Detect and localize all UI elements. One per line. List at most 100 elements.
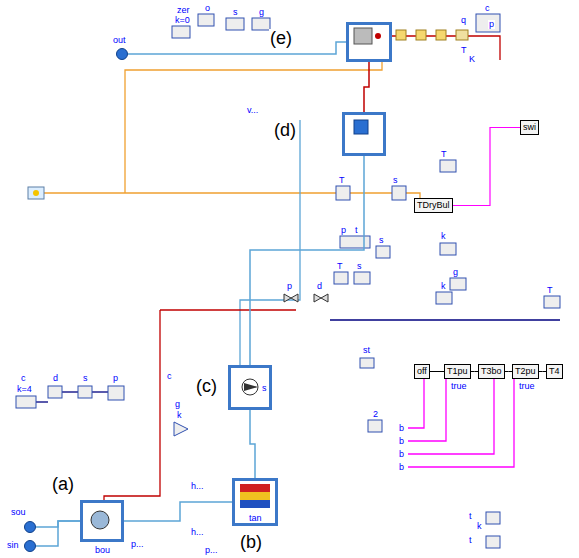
signal-block [486, 536, 500, 548]
signal-block [376, 246, 390, 258]
signal-block [108, 386, 124, 400]
state-step: T1pu [444, 364, 471, 379]
component-name: s [261, 384, 268, 393]
component-name: T1pu [447, 367, 468, 376]
parameter-icon [436, 30, 446, 40]
state-step: T2pu [512, 364, 539, 379]
signal-block [252, 18, 270, 30]
callout-letter: (c) [195, 377, 218, 395]
sun-symbol [33, 190, 39, 196]
circle-outline [24, 540, 36, 552]
component-name: T3bo [481, 367, 502, 376]
parameter-label: T [460, 46, 468, 55]
boolean-wire [408, 378, 446, 441]
parameter-label: d [316, 282, 323, 291]
heat-wire [160, 309, 296, 310]
gain-triangle [174, 422, 188, 436]
parameter-icon [416, 30, 426, 40]
parameter-label: v... [246, 106, 259, 115]
parameter-label: T [336, 262, 344, 271]
parameter-label: 2 [372, 410, 379, 419]
signal-block [78, 386, 92, 398]
pump-icon [242, 379, 258, 395]
parameter-label: c [484, 4, 491, 13]
parameter-label: k [476, 522, 483, 531]
valve-symbol [314, 294, 328, 302]
state-step: T4 [546, 364, 563, 379]
callout-letter: (a) [51, 475, 75, 493]
connector-line [471, 371, 478, 372]
component-name: TDryBul [417, 201, 450, 210]
heat-wire [104, 310, 160, 500]
signal-block [440, 243, 456, 255]
wire-group [36, 36, 560, 500]
boolean-wire [408, 378, 424, 428]
connector-line [128, 42, 346, 54]
parameter-label: h... [190, 528, 205, 537]
icon-group [28, 28, 468, 529]
parameter-label: s [378, 236, 385, 245]
parameter-label: s [356, 262, 363, 271]
boundary-port [25, 522, 36, 533]
component-name: swi [523, 123, 536, 132]
parameter-label: k [440, 282, 447, 291]
parameter-label: s [232, 8, 239, 17]
control-wire [62, 391, 78, 392]
parameter-label: g [174, 400, 181, 409]
callout-letter: (e) [269, 29, 293, 47]
table-icon [456, 30, 468, 40]
signal-block [334, 272, 348, 284]
connector-line [539, 371, 546, 372]
subsystem-box: (a) [80, 500, 124, 542]
component-name: tan [248, 514, 263, 523]
parameter-label: c [166, 372, 173, 381]
parameter-label: true [518, 382, 536, 391]
component-name: T2pu [515, 367, 536, 376]
component-name: T4 [549, 367, 560, 376]
signal-block: TDryBul [414, 198, 453, 213]
parameter-label: p [340, 226, 347, 235]
boundary-circle: sin [24, 540, 36, 552]
circle-outline [116, 48, 128, 60]
control-wire [36, 401, 48, 402]
signal-block [340, 236, 370, 248]
valve-symbol [284, 294, 298, 302]
tank-layer [240, 492, 270, 500]
state-step: off [414, 364, 430, 379]
signal-block [450, 278, 466, 290]
block-group [16, 14, 560, 548]
boundary-circle: sou [24, 521, 36, 533]
parameter-label: st [362, 346, 371, 355]
parameter-label: q [460, 16, 467, 25]
parameter-label: p... [130, 540, 145, 549]
parameter-label: K [468, 55, 476, 64]
connector-line [453, 128, 520, 206]
parameter-label: k [440, 232, 447, 241]
signal-block [392, 186, 406, 200]
circle-outline [24, 521, 36, 533]
component-name: sou [10, 508, 27, 517]
parameter-label: bou [94, 546, 111, 555]
subsystem-box: (c)s [228, 365, 272, 410]
parameter-label: t [468, 536, 473, 545]
parameter-label: p [112, 374, 119, 383]
boundary-port [25, 541, 36, 552]
parameter-label: k=0 [174, 16, 191, 25]
parameter-label: t [354, 226, 359, 235]
boundary-port [117, 49, 128, 60]
parameter-label: s [392, 176, 399, 185]
tank-layer [240, 500, 270, 508]
subsystem-box: (e) [346, 22, 392, 62]
connector-line [505, 371, 512, 372]
boolean-wire [408, 378, 494, 454]
port-dot [375, 33, 381, 39]
component-name: out [112, 36, 127, 45]
tank-layer [240, 484, 270, 492]
pump-icon [91, 511, 109, 529]
component-name: off [417, 367, 427, 376]
subsystem-box: (d) [342, 112, 386, 156]
parameter-label: T [546, 286, 554, 295]
